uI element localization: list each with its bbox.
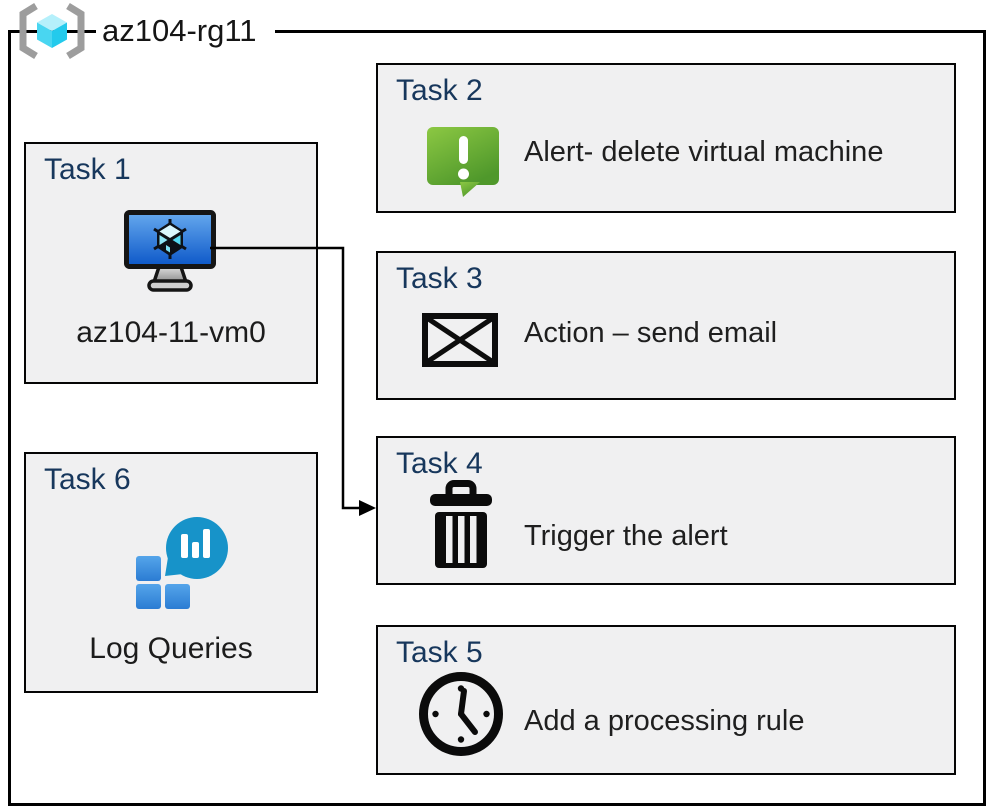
left-bracket-icon	[19, 3, 38, 59]
virtual-machine-icon	[124, 210, 216, 292]
vm-name-label: az104-11-vm0	[76, 316, 266, 349]
right-bracket-icon	[66, 3, 85, 59]
log-queries-label: Log Queries	[89, 632, 253, 665]
task-box-1: Task 1	[24, 142, 318, 384]
alert-icon	[427, 127, 499, 197]
clock-icon	[419, 672, 503, 756]
log-queries-icon	[136, 517, 228, 609]
resource-group-icon	[19, 3, 85, 59]
task-4-label: Trigger the alert	[524, 520, 728, 552]
trash-icon	[430, 480, 492, 568]
vm-cube-icon	[153, 219, 187, 259]
task-box-2: Task 2 Alert- delete virtual machine	[376, 63, 956, 213]
task-6-heading: Task 6	[44, 463, 131, 496]
task-2-heading: Task 2	[396, 74, 483, 107]
task-4-heading: Task 4	[396, 447, 483, 480]
cube-icon	[37, 14, 67, 48]
task-3-heading: Task 3	[396, 262, 483, 295]
task-2-label: Alert- delete virtual machine	[524, 136, 884, 168]
task-box-6: Task 6 Log Queries	[24, 452, 318, 693]
task-3-label: Action – send email	[524, 317, 778, 349]
task-1-heading: Task 1	[44, 153, 131, 186]
task-box-5: Task 5 Add a processing rule	[376, 625, 956, 775]
email-icon	[422, 313, 498, 367]
resource-group-name: az104-rg11	[96, 13, 275, 51]
task-box-4: Task 4 Trigger the alert	[376, 436, 956, 585]
task-5-label: Add a processing rule	[524, 705, 805, 737]
task-5-heading: Task 5	[396, 636, 483, 669]
task-box-3: Task 3 Action – send email	[376, 251, 956, 400]
